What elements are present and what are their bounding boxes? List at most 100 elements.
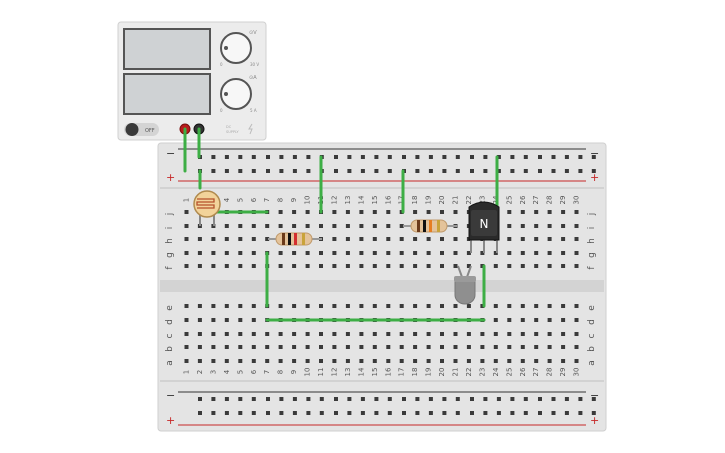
rail-hole[interactable] [306,169,311,173]
hole[interactable] [547,251,552,255]
hole[interactable] [520,251,525,255]
rail-hole[interactable] [387,169,392,173]
rail-hole[interactable] [523,397,528,401]
hole[interactable] [305,210,310,214]
hole[interactable] [238,237,243,241]
rail-hole[interactable] [523,169,528,173]
hole[interactable] [292,264,297,268]
hole[interactable] [319,332,323,336]
rail-hole[interactable] [428,169,433,173]
rail-hole[interactable] [251,397,256,401]
hole[interactable] [197,304,202,308]
hole[interactable] [359,237,364,241]
hole[interactable] [561,224,566,228]
hole[interactable] [413,332,418,336]
hole[interactable] [574,210,579,214]
rail-hole[interactable] [496,155,501,159]
hole[interactable] [197,237,202,241]
hole[interactable] [211,332,216,336]
hole[interactable] [332,251,337,255]
hole[interactable] [184,318,189,322]
rail-hole[interactable] [211,411,216,415]
rail-hole[interactable] [578,155,583,159]
hole[interactable] [480,332,485,336]
rail-hole[interactable] [442,397,447,401]
rail-hole[interactable] [538,411,542,415]
hole[interactable] [211,264,216,268]
hole[interactable] [197,359,202,363]
hole[interactable] [547,332,552,336]
rail-hole[interactable] [564,155,569,159]
rail-hole[interactable] [374,397,379,401]
hole[interactable] [507,304,512,308]
hole[interactable] [493,318,498,322]
hole[interactable] [211,237,216,241]
rail-hole[interactable] [347,397,352,401]
rail-hole[interactable] [591,155,596,159]
hole[interactable] [574,359,579,363]
hole[interactable] [507,318,512,322]
hole[interactable] [534,251,539,255]
hole[interactable] [480,304,485,308]
hole[interactable] [251,264,256,268]
hole[interactable] [386,345,391,349]
hole[interactable] [399,332,404,336]
hole[interactable] [507,264,512,268]
hole[interactable] [372,264,377,268]
hole[interactable] [574,332,579,336]
hole[interactable] [184,210,189,214]
hole[interactable] [332,210,337,214]
hole[interactable] [278,345,283,349]
rail-hole[interactable] [591,169,596,173]
hole[interactable] [520,304,525,308]
hole[interactable] [332,332,337,336]
hole[interactable] [224,237,229,241]
hole[interactable] [265,224,270,228]
hole[interactable] [359,210,364,214]
npn-transistor[interactable]: N [468,201,500,253]
hole[interactable] [480,345,485,349]
hole[interactable] [292,332,297,336]
hole[interactable] [426,210,431,214]
hole[interactable] [561,304,566,308]
hole[interactable] [197,332,202,336]
rail-hole[interactable] [428,411,433,415]
rail-hole[interactable] [266,155,270,159]
rail-hole[interactable] [319,397,324,401]
hole[interactable] [251,251,256,255]
led[interactable] [454,265,476,305]
rail-hole[interactable] [224,397,229,401]
rail-hole[interactable] [510,397,515,401]
hole[interactable] [251,237,256,241]
hole[interactable] [238,251,243,255]
hole[interactable] [440,359,444,363]
hole[interactable] [292,210,297,214]
rail-hole[interactable] [374,155,379,159]
hole[interactable] [386,237,391,241]
hole[interactable] [413,304,418,308]
hole[interactable] [534,304,539,308]
rail-hole[interactable] [470,169,474,173]
hole[interactable] [345,224,350,228]
hole[interactable] [453,304,458,308]
hole[interactable] [265,345,270,349]
hole[interactable] [345,264,350,268]
hole[interactable] [197,318,202,322]
rail-hole[interactable] [306,155,311,159]
hole[interactable] [251,304,256,308]
hole[interactable] [493,304,498,308]
hole[interactable] [440,251,444,255]
hole[interactable] [493,345,498,349]
rail-hole[interactable] [442,411,447,415]
hole[interactable] [372,359,377,363]
hole[interactable] [251,359,256,363]
hole[interactable] [493,264,498,268]
hole[interactable] [332,237,337,241]
rail-hole[interactable] [387,397,392,401]
hole[interactable] [534,264,539,268]
hole[interactable] [345,345,350,349]
hole[interactable] [547,210,552,214]
rail-hole[interactable] [415,397,420,401]
rail-hole[interactable] [470,397,474,401]
rail-hole[interactable] [224,411,229,415]
